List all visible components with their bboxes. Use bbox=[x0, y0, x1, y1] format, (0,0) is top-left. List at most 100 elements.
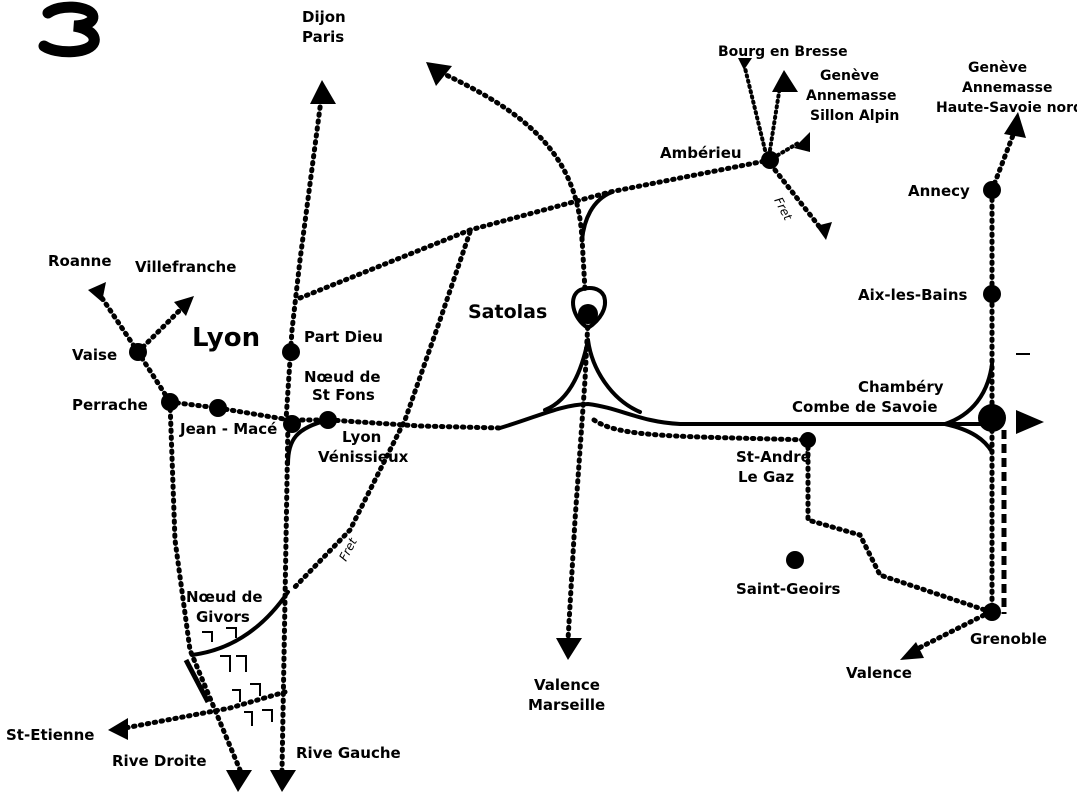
label-st-andre: St-André bbox=[736, 448, 811, 466]
label-annemasse-1: Annemasse bbox=[806, 88, 896, 104]
arrowhead-icon bbox=[794, 132, 810, 152]
label-villefranche: Villefranche bbox=[135, 258, 236, 276]
line-tgv-rive-droite bbox=[183, 658, 211, 704]
label-st-etienne: St-Etienne bbox=[6, 726, 94, 744]
label-perrache: Perrache bbox=[72, 396, 148, 414]
arrowheads bbox=[88, 58, 1044, 792]
line-vaise-perrache bbox=[135, 349, 173, 405]
station-dot-icon bbox=[129, 343, 147, 361]
arrowhead-icon bbox=[226, 770, 252, 792]
line-amberieu-fret bbox=[772, 167, 825, 233]
label-lyon-venissieux-1: Lyon bbox=[342, 428, 381, 446]
label-bourg: Bourg en Bresse bbox=[718, 44, 848, 60]
label-satolas: Satolas bbox=[468, 301, 547, 323]
arrowhead-icon bbox=[426, 62, 452, 86]
arrowhead-icon bbox=[270, 770, 296, 792]
label-noeud-stfons-2: St Fons bbox=[312, 386, 375, 404]
label-lyon: Lyon bbox=[192, 323, 260, 353]
label-grenoble: Grenoble bbox=[970, 630, 1047, 648]
label-vaise: Vaise bbox=[72, 346, 117, 364]
station-dot-icon bbox=[786, 551, 804, 569]
arrowhead-icon bbox=[816, 222, 832, 240]
label-dijon: Dijon bbox=[302, 8, 346, 26]
line-standre-grenoble bbox=[805, 437, 988, 613]
line-satolas-spur bbox=[579, 235, 588, 293]
tunnel-mark-1 bbox=[202, 627, 237, 642]
station-dot-icon bbox=[983, 181, 1001, 199]
label-le-gaz: Le Gaz bbox=[738, 468, 794, 486]
arrowhead-icon bbox=[88, 282, 106, 302]
station-dot-icon bbox=[161, 393, 179, 411]
station-dot-icon bbox=[761, 151, 779, 169]
label-sillon: Sillon Alpin bbox=[810, 108, 899, 124]
line-fret bbox=[289, 229, 473, 593]
line-st-etienne bbox=[122, 689, 288, 731]
label-geneve-1: Genève bbox=[820, 68, 879, 84]
figure-number-glyph bbox=[38, 1, 100, 58]
label-geneve-2: Genève bbox=[968, 60, 1027, 76]
station-dot-icon bbox=[983, 285, 1001, 303]
label-roanne: Roanne bbox=[48, 252, 112, 270]
arrowhead-icon bbox=[310, 80, 336, 104]
label-annecy: Annecy bbox=[908, 182, 970, 200]
station-dot-icon bbox=[983, 603, 1001, 621]
label-lyon-venissieux-2: Vénissieux bbox=[318, 448, 409, 466]
line-tgv-chambery-north bbox=[943, 362, 994, 426]
label-saint-geoirs: Saint-Geoirs bbox=[736, 580, 840, 598]
arrowhead-icon bbox=[1004, 112, 1026, 138]
label-chambery: Chambéry bbox=[858, 378, 944, 396]
station-dot-icon bbox=[209, 399, 227, 417]
line-lyon-amberieu bbox=[297, 157, 773, 301]
line-tgv-triangle-west bbox=[543, 338, 590, 412]
line-grenoble-valence bbox=[912, 609, 993, 653]
station-dot-icon bbox=[319, 411, 337, 429]
label-jean-mace: Jean - Macé bbox=[179, 420, 277, 438]
station-dot-icon bbox=[283, 415, 301, 433]
arrowhead-icon bbox=[174, 296, 194, 316]
arrowhead-icon bbox=[556, 638, 582, 660]
label-annemasse-2: Annemasse bbox=[962, 80, 1052, 96]
line-tgv-chambery-south bbox=[943, 422, 994, 454]
arrowhead-icon bbox=[1016, 410, 1044, 434]
label-aix: Aix-les-Bains bbox=[858, 286, 967, 304]
line-satolas-northwest bbox=[437, 69, 585, 243]
arrowhead-icon bbox=[738, 58, 752, 70]
label-haute-savoie: Haute-Savoie nord bbox=[936, 100, 1077, 116]
station-dot-icon bbox=[282, 343, 300, 361]
label-valence: Valence bbox=[846, 664, 912, 682]
station-dot-icon bbox=[978, 404, 1006, 432]
arrowhead-icon bbox=[108, 718, 128, 740]
label-valence-2: Valence bbox=[534, 676, 600, 694]
airport-symbol-icon bbox=[571, 286, 607, 331]
label-fret-top: Fret bbox=[771, 195, 795, 224]
arrowhead-icon bbox=[772, 70, 798, 92]
line-satolas-valence bbox=[565, 317, 591, 643]
line-tgv-triangle-east bbox=[586, 338, 642, 414]
label-paris: Paris bbox=[302, 28, 344, 46]
line-tgv-givors bbox=[190, 590, 290, 657]
line-tgv-satolas-north bbox=[580, 190, 614, 242]
line-paris bbox=[283, 97, 324, 423]
station-dot-icon bbox=[800, 432, 816, 448]
label-marseille: Marseille bbox=[528, 696, 605, 714]
arrowhead-icon bbox=[900, 642, 924, 660]
line-tgv-main bbox=[498, 401, 1002, 430]
line-vaise-villefranche bbox=[135, 305, 185, 355]
line-amberieu-bourg bbox=[743, 66, 767, 152]
line-satolas-standre bbox=[591, 417, 811, 443]
label-noeud-givors-1: Nœud de bbox=[186, 588, 263, 606]
label-noeud-givors-2: Givors bbox=[196, 608, 250, 626]
label-part-dieu: Part Dieu bbox=[304, 328, 383, 346]
label-rive-gauche: Rive Gauche bbox=[296, 744, 401, 762]
tunnel-mark-2 bbox=[220, 655, 247, 672]
label-combe-de-savoie: Combe de Savoie bbox=[792, 398, 938, 416]
stations bbox=[129, 151, 1006, 621]
line-annecy-north bbox=[989, 127, 1018, 193]
line-amberieu-geneve bbox=[768, 84, 782, 152]
line-rive-gauche bbox=[279, 417, 291, 773]
tunnel-mark-4 bbox=[244, 709, 273, 726]
line-vaise-roanne bbox=[97, 292, 141, 355]
tunnel-mark-3 bbox=[232, 683, 261, 702]
label-rive-droite: Rive Droite bbox=[112, 752, 207, 770]
